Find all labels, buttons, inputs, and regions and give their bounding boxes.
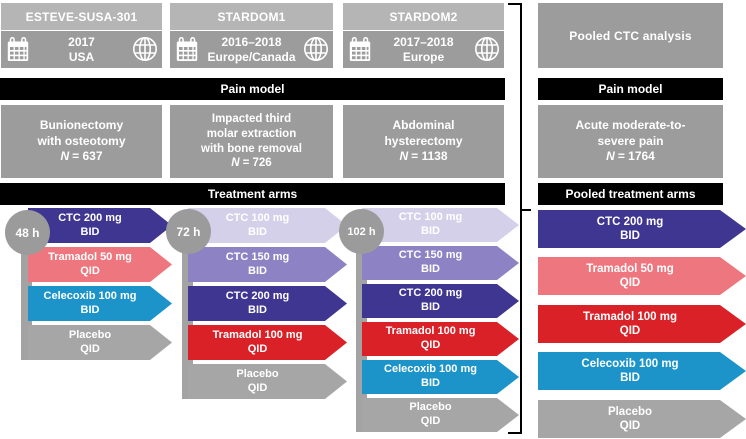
pooled-treatment-arm: Tramadol 50 mg QID	[538, 257, 746, 295]
calendar-icon	[7, 37, 29, 66]
study1-title: ESTEVE-SUSA-301	[1, 3, 162, 30]
pooled-pain-model: Acute moderate-to- severe pain N= 1764	[538, 105, 723, 178]
treatment-arm: Placebo QID	[28, 325, 172, 360]
study2-pain-model-text: Impacted third molar extraction with bon…	[201, 112, 302, 155]
pooled-treatment-arm: CTC 200 mg BID	[538, 210, 746, 248]
treatment-arm: CTC 200 mg BID	[188, 286, 347, 321]
treatment-arm-label: Placebo QID	[409, 401, 452, 427]
study3-pain-model-text: Abdominal hysterectomy	[384, 118, 463, 148]
treatment-arm-label: Tramadol 100 mg QID	[212, 328, 303, 355]
study3-time-label: 102 h	[347, 225, 376, 238]
treatment-arm: Placebo QID	[188, 364, 347, 399]
study3-time-circle: 102 h	[339, 209, 384, 254]
treatment-arm-label: CTC 200 mg BID	[596, 215, 664, 242]
globe-icon	[303, 36, 329, 66]
pooled-treatment-arms-band: Pooled treatment arms	[538, 183, 723, 205]
bracket-vertical-line	[520, 3, 522, 434]
study2-years: 2016–2018	[221, 34, 282, 49]
bracket-middle-tick	[522, 209, 531, 211]
study1-timeline-bar	[21, 232, 32, 360]
globe-icon	[132, 36, 158, 66]
study1-time-label: 48 h	[15, 225, 40, 240]
treatment-arm: CTC 200 mg BID	[362, 284, 519, 318]
bracket-bottom-arm	[508, 432, 522, 434]
calendar-icon	[349, 37, 371, 66]
treatment-arm-label: Tramadol 100 mg QID	[385, 325, 476, 351]
treatment-arm-label: CTC 200 mg BID	[58, 211, 122, 238]
study3-name: STARDOM2	[389, 9, 458, 24]
treatment-arm: Tramadol 100 mg QID	[362, 322, 519, 356]
treatment-arm-label: CTC 100 mg BID	[398, 211, 463, 237]
pooled-title-box: Pooled CTC analysis	[538, 3, 723, 68]
treatment-arm-label: Tramadol 100 mg QID	[583, 310, 677, 337]
bracket-top-arm	[508, 3, 522, 5]
treatment-arm: Placebo QID	[362, 398, 519, 432]
study2-timeline-bar	[182, 231, 193, 399]
treatment-arm: Tramadol 100 mg QID	[188, 325, 347, 360]
study3-timeline-bar	[356, 231, 367, 432]
pooled-treatment-arm: Placebo QID	[538, 400, 746, 438]
treatment-arm: CTC 150 mg BID	[188, 247, 347, 282]
study2-title: STARDOM1	[170, 3, 333, 30]
treatment-arm-label: Placebo QID	[607, 405, 653, 432]
study1-time-circle: 48 h	[5, 210, 50, 255]
pooled-pain-model-band-label: Pain model	[598, 82, 663, 96]
treatment-arm-label: Tramadol 50 mg QID	[48, 250, 132, 277]
treatment-arms-band: Treatment arms	[0, 183, 505, 205]
study3-pain-model: Abdominal hysterectomy N= 1138	[343, 105, 504, 178]
treatment-arm-label: Placebo QID	[68, 328, 112, 355]
pooled-title-label: Pooled CTC analysis	[569, 28, 692, 43]
study2-time-label: 72 h	[176, 224, 201, 239]
pooled-treatment-arm: Celecoxib 100 mg BID	[538, 352, 746, 390]
treatment-arm-label: CTC 150 mg BID	[225, 250, 290, 277]
study3-info: 2017–2018 Europe	[343, 31, 504, 68]
treatment-arm: Celecoxib 100 mg BID	[28, 286, 172, 321]
treatment-arm-label: CTC 200 mg BID	[225, 289, 290, 316]
study3-years: 2017–2018	[393, 34, 454, 49]
pooled-n-value: N= 1764	[606, 149, 655, 164]
study1-region: USA	[68, 49, 95, 64]
pain-model-band: Pain model	[0, 78, 505, 100]
treatment-arm: Celecoxib 100 mg BID	[362, 360, 519, 394]
study2-pain-model: Impacted third molar extraction with bon…	[170, 105, 333, 178]
pooled-treatment-arms-band-label: Pooled treatment arms	[565, 187, 696, 201]
treatment-arm: CTC 100 mg BID	[188, 208, 347, 243]
treatment-arm: Tramadol 50 mg QID	[28, 247, 172, 282]
globe-icon	[474, 36, 500, 66]
study1-info: 2017 USA	[1, 31, 162, 68]
pooled-pain-model-text: Acute moderate-to- severe pain	[575, 118, 686, 148]
treatment-arms-band-label: Treatment arms	[207, 187, 298, 201]
treatment-arm-label: CTC 100 mg BID	[225, 211, 290, 238]
study2-info: 2016–2018 Europe/Canada	[170, 31, 333, 68]
treatment-arm-label: CTC 150 mg BID	[398, 249, 463, 275]
study3-title: STARDOM2	[343, 3, 504, 30]
study1-name: ESTEVE-SUSA-301	[25, 9, 138, 24]
study2-n-value: N= 726	[231, 157, 272, 170]
study1-years: 2017	[68, 34, 95, 49]
pain-model-band-label: Pain model	[220, 82, 285, 96]
treatment-arm: CTC 200 mg BID	[28, 208, 172, 243]
study3-n-value: N= 1138	[399, 149, 448, 164]
study1-pain-model-text: Bunionectomy with osteotomy	[37, 118, 126, 148]
pooled-treatment-arm: Tramadol 100 mg QID	[538, 305, 746, 343]
study2-region: Europe/Canada	[207, 49, 296, 64]
treatment-arm-label: Tramadol 50 mg QID	[586, 262, 674, 289]
study2-time-circle: 72 h	[166, 209, 211, 254]
treatment-arm-label: Celecoxib 100 mg BID	[43, 289, 137, 316]
treatment-arm-label: CTC 200 mg BID	[398, 287, 463, 313]
study1-n-value: N= 637	[60, 149, 103, 164]
treatment-arm-label: Placebo QID	[236, 367, 279, 394]
study1-pain-model: Bunionectomy with osteotomy N= 637	[1, 105, 162, 178]
treatment-arm: CTC 150 mg BID	[362, 246, 519, 280]
study3-region: Europe	[402, 49, 445, 64]
calendar-icon	[176, 37, 198, 66]
treatment-arm: CTC 100 mg BID	[362, 208, 519, 242]
treatment-arm-label: Celecoxib 100 mg BID	[581, 357, 679, 384]
treatment-arm-label: Celecoxib 100 mg BID	[384, 363, 477, 389]
study2-name: STARDOM1	[217, 9, 286, 24]
pooled-pain-model-band: Pain model	[538, 78, 723, 100]
